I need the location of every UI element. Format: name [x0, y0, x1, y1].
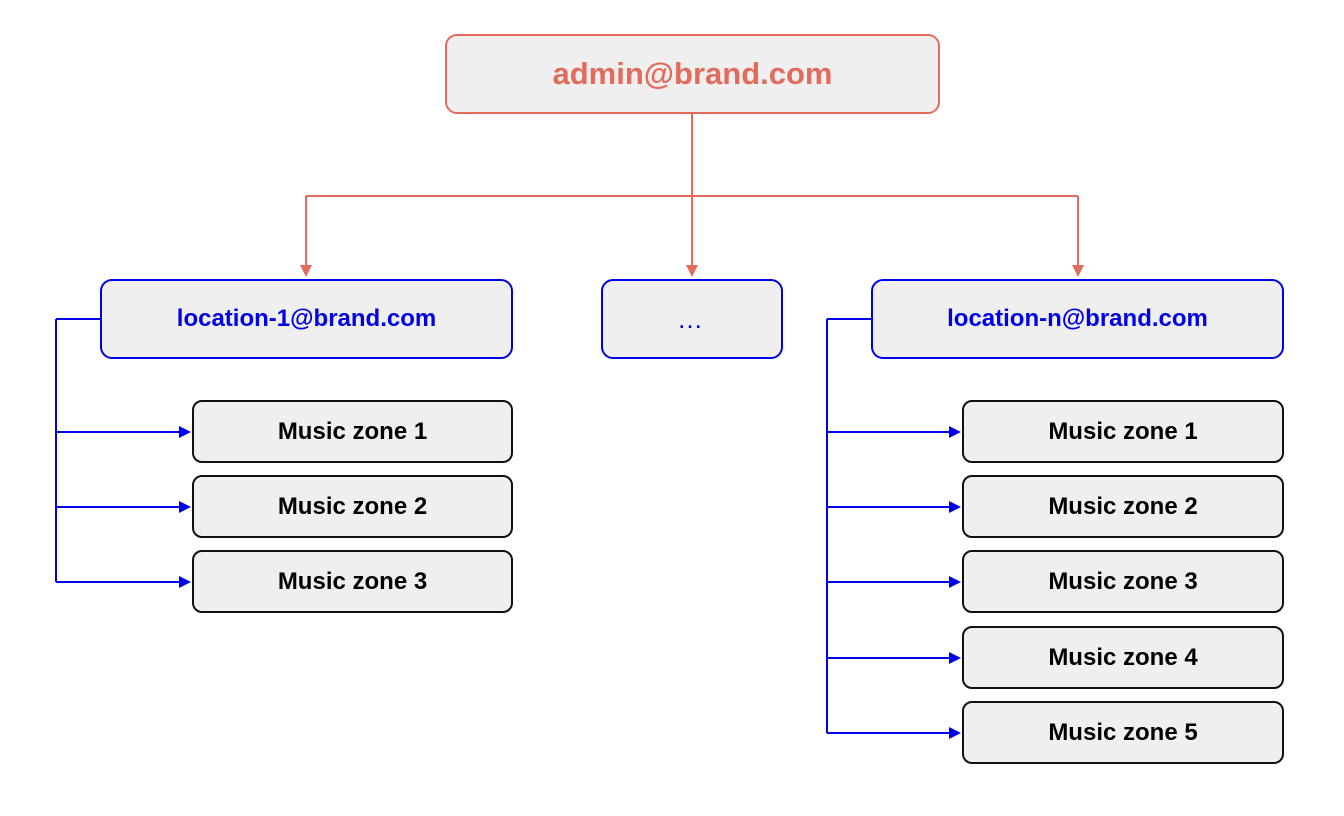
admin-account-node: admin@brand.com [445, 34, 940, 114]
location-n-music-zone-2-label: Music zone 2 [1048, 492, 1198, 520]
location-1-music-zone-1-label: Music zone 1 [277, 417, 428, 445]
admin-connectors [300, 114, 1084, 277]
location-1-music-zone-2-node: Music zone 2 [192, 475, 513, 538]
location-n-music-zone-3-node: Music zone 3 [962, 550, 1284, 613]
location-n-music-zone-3-label: Music zone 3 [1048, 567, 1198, 595]
location-ellipsis-label: … [677, 303, 707, 334]
location-n-music-zone-5-label: Music zone 5 [1048, 718, 1198, 746]
location-1-node: location-1@brand.com [100, 279, 513, 359]
location-n-music-zone-1-label: Music zone 1 [1048, 417, 1198, 445]
location-1-music-zone-3-label: Music zone 3 [277, 567, 428, 595]
admin-account-label: admin@brand.com [552, 56, 833, 91]
location-n-connectors [826, 318, 961, 739]
location-n-music-zone-5-node: Music zone 5 [962, 701, 1284, 764]
location-1-label: location-1@brand.com [176, 305, 437, 332]
location-n-music-zone-4-label: Music zone 4 [1048, 643, 1198, 671]
location-1-music-zone-1-node: Music zone 1 [192, 400, 513, 463]
location-1-music-zone-3-node: Music zone 3 [192, 550, 513, 613]
location-n-label: location-n@brand.com [947, 305, 1208, 332]
location-1-music-zone-2-label: Music zone 2 [277, 492, 428, 520]
location-1-connectors [55, 318, 191, 588]
location-n-music-zone-4-node: Music zone 4 [962, 626, 1284, 689]
location-ellipsis-node: … [601, 279, 783, 359]
location-n-music-zone-2-node: Music zone 2 [962, 475, 1284, 538]
location-n-node: location-n@brand.com [871, 279, 1284, 359]
location-n-music-zone-1-node: Music zone 1 [962, 400, 1284, 463]
